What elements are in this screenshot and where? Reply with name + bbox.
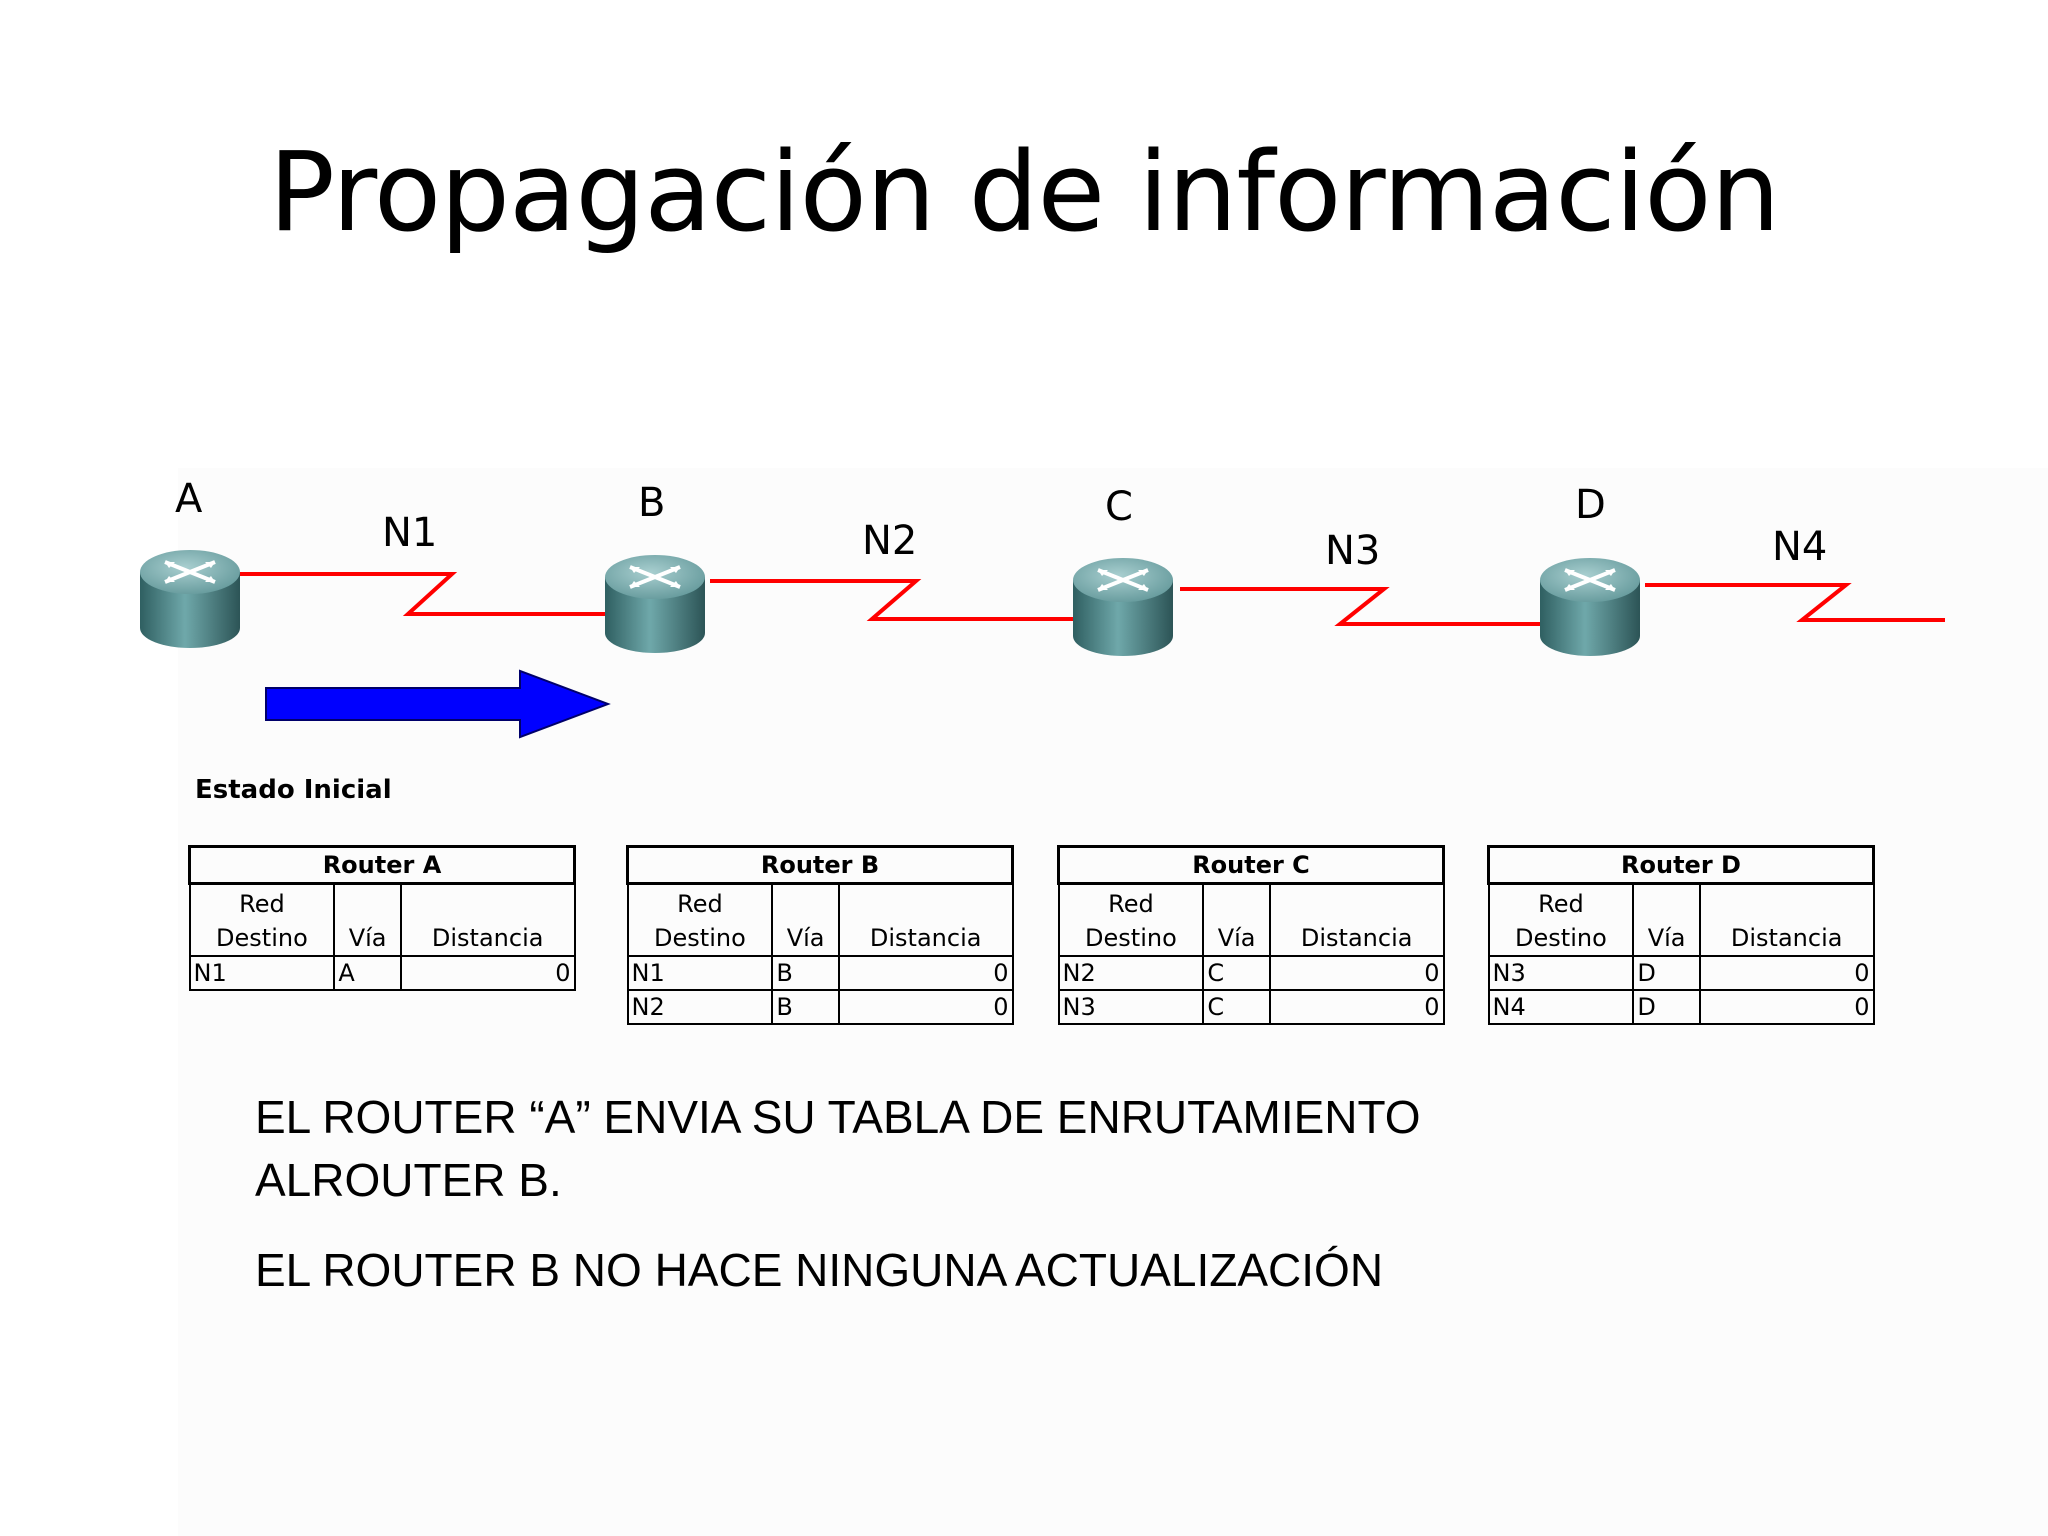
router-d-letter: D	[1575, 482, 1606, 528]
cell-dest: N1	[188, 955, 336, 991]
link-n3	[1180, 587, 1540, 626]
cell-via: C	[1202, 989, 1271, 1025]
router-a-letter: A	[175, 476, 203, 522]
cell-dist: 0	[1268, 955, 1445, 991]
table-title: Router B	[626, 845, 1014, 885]
router-icon	[605, 555, 705, 653]
caption-line-2: ALROUTER B.	[255, 1154, 562, 1206]
table-row: N2 B 0	[626, 989, 1014, 1025]
section-label: Estado Inicial	[195, 775, 392, 805]
net-n2-label: N2	[862, 518, 918, 564]
column-header-via: Vía	[1632, 882, 1701, 957]
cell-via: D	[1632, 955, 1701, 991]
cell-dist: 0	[837, 955, 1014, 991]
table-row: N4 D 0	[1487, 989, 1875, 1025]
cell-dist: 0	[837, 989, 1014, 1025]
network-links	[240, 572, 1945, 626]
router-c-letter: C	[1105, 484, 1133, 530]
column-header-via: Vía	[771, 882, 840, 957]
table-title: Router D	[1487, 845, 1875, 885]
table-row: N3 C 0	[1057, 989, 1445, 1025]
net-n3-label: N3	[1325, 528, 1381, 574]
cell-dest: N2	[626, 989, 774, 1025]
link-n2	[710, 579, 1075, 621]
column-header-via: Vía	[333, 882, 402, 957]
table-row: N2 C 0	[1057, 955, 1445, 991]
caption-line-3: EL ROUTER B NO HACE NINGUNA ACTUALIZACIÓ…	[255, 1244, 1384, 1296]
cell-dest: N4	[1487, 989, 1635, 1025]
cell-via: B	[771, 989, 840, 1025]
slide-title: Propagación de información	[268, 128, 1781, 256]
column-header-dist: Distancia	[399, 882, 576, 957]
table-row: N1 A 0	[188, 955, 576, 991]
cell-dist: 0	[1698, 955, 1875, 991]
column-header-via: Vía	[1202, 882, 1271, 957]
table-title: Router C	[1057, 845, 1445, 885]
net-n1-label: N1	[382, 510, 438, 556]
table-title: Router A	[188, 845, 576, 885]
table-row: N1 B 0	[626, 955, 1014, 991]
cell-via: B	[771, 955, 840, 991]
cell-dest: N2	[1057, 955, 1205, 991]
table-row: N3 D 0	[1487, 955, 1875, 991]
caption-line-1: EL ROUTER “A” ENVIA SU TABLA DE ENRUTAMI…	[255, 1091, 1421, 1143]
column-header-dist: Distancia	[1268, 882, 1445, 957]
router-icon	[1073, 558, 1173, 656]
net-n4-label: N4	[1772, 524, 1828, 570]
cell-via: D	[1632, 989, 1701, 1025]
cell-dest: N1	[626, 955, 774, 991]
cell-via: A	[333, 955, 402, 991]
column-header-dist: Distancia	[837, 882, 1014, 957]
link-n1	[240, 572, 610, 616]
router-b-letter: B	[638, 480, 666, 526]
cell-dist: 0	[399, 955, 576, 991]
cell-dest: N3	[1487, 955, 1635, 991]
link-n4	[1645, 583, 1945, 622]
cell-via: C	[1202, 955, 1271, 991]
right-arrow-icon	[265, 669, 611, 739]
column-header-dist: Distancia	[1698, 882, 1875, 957]
cell-dist: 0	[1698, 989, 1875, 1025]
cell-dist: 0	[1268, 989, 1445, 1025]
router-icon	[1540, 558, 1640, 656]
cell-dest: N3	[1057, 989, 1205, 1025]
router-icon	[140, 550, 240, 648]
